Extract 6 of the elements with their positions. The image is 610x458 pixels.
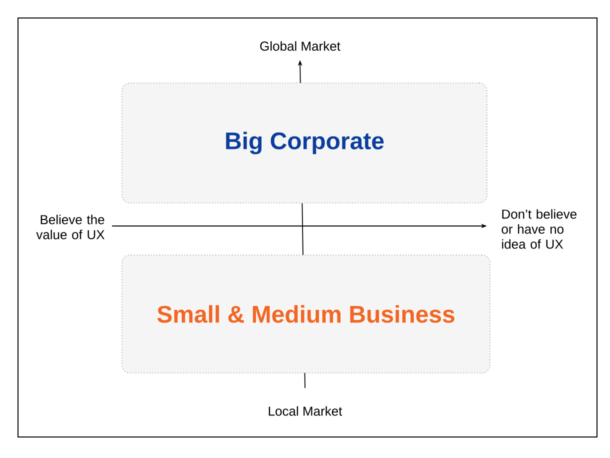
quadrant-box: Big Corporate [122, 82, 488, 204]
axis-label: Global Market [260, 41, 340, 51]
quadrant-box: Small & Medium Business [122, 254, 490, 374]
axis-label: Don’t believe or have no idea of UX [502, 209, 576, 249]
axis-label: Local Market [268, 406, 342, 416]
axis-label: Believe the value of UX [36, 214, 105, 240]
